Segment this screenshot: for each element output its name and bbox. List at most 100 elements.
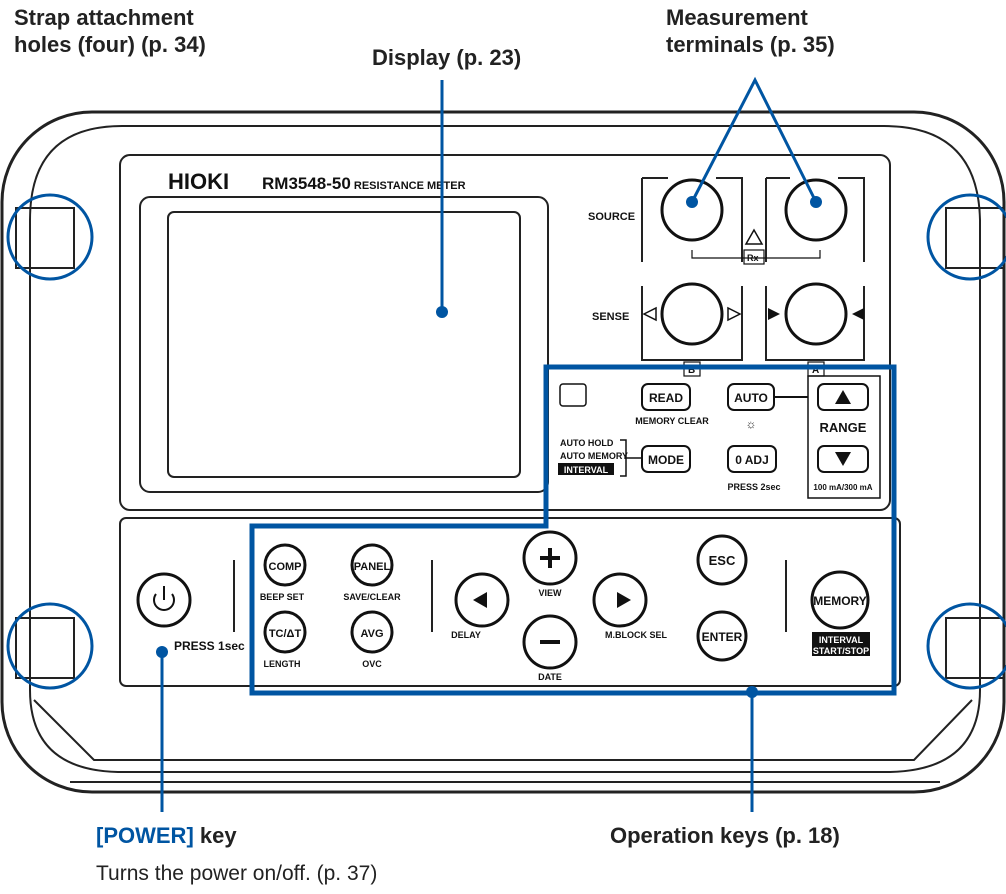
- power-key-callout-suffix: key: [193, 823, 237, 848]
- delay-label: DELAY: [451, 630, 481, 640]
- avg-button[interactable]: [350, 610, 394, 654]
- memory-button[interactable]: [810, 570, 870, 630]
- tc-button[interactable]: [263, 610, 307, 654]
- read-button-label: READ: [649, 391, 683, 405]
- enter-button[interactable]: [696, 610, 748, 662]
- power-key-callout-title: [POWER]: [96, 823, 194, 848]
- strap-hole-highlight-bottom-left: [6, 602, 94, 690]
- warning-triangle-icon: [744, 228, 764, 245]
- range-up-icon: [835, 390, 851, 404]
- strap-hole-highlight-bottom-right: [926, 602, 1006, 690]
- date-label: DATE: [538, 672, 562, 682]
- tc-button-label: TC/ΔT: [269, 628, 302, 640]
- sense-label: SENSE: [592, 311, 629, 323]
- display-screen: [167, 211, 521, 478]
- length-label: LENGTH: [264, 659, 301, 669]
- save-clear-label: SAVE/CLEAR: [343, 592, 401, 602]
- model-name: RM3548-50 RESISTANCE METER: [262, 174, 466, 193]
- power-icon: [153, 593, 175, 611]
- plus-icon: [540, 548, 560, 568]
- auto-button-label: AUTO: [734, 391, 768, 405]
- auto-hold-label: AUTO HOLD: [560, 438, 614, 448]
- operation-keys-highlight: [249, 364, 897, 696]
- current-range-label: 100 mA/300 mA: [813, 483, 872, 492]
- strap-holes-callout: Strap attachment holes (four) (p. 34): [14, 4, 206, 58]
- range-group: [807, 375, 881, 499]
- esc-button-label: ESC: [709, 553, 736, 568]
- panel-button[interactable]: [350, 543, 394, 587]
- press-1sec-label: PRESS 1sec: [174, 639, 245, 653]
- enter-button-label: ENTER: [702, 630, 743, 644]
- panel-button-label: PANEL: [354, 561, 391, 573]
- sense-terminal-a[interactable]: [784, 282, 848, 346]
- terminal-callout-leader: [690, 76, 818, 203]
- strap-hole-top-right: [945, 207, 1005, 269]
- comp-button[interactable]: [263, 543, 307, 587]
- strap-hole-bottom-left: [15, 617, 75, 679]
- range-label: RANGE: [820, 420, 867, 435]
- backlight-icon: ☼: [746, 417, 757, 431]
- strap-holes-callout-line1: Strap attachment: [14, 5, 194, 30]
- memory-clear-label: MEMORY CLEAR: [635, 416, 709, 426]
- mode-button-label: MODE: [648, 453, 684, 467]
- operation-keys-callout: Operation keys (p. 18): [610, 823, 840, 848]
- display-bezel: [139, 196, 549, 493]
- zero-adj-button-label: 0 ADJ: [735, 453, 769, 467]
- sense-a-arrow-right: [852, 308, 864, 320]
- sense-a-arrow-left: [768, 308, 780, 320]
- left-arrow-icon: [473, 592, 487, 608]
- display-callout: Display (p. 23): [372, 45, 522, 70]
- sense-b-arrow-left: [642, 306, 657, 322]
- view-label: VIEW: [538, 588, 562, 598]
- beep-set-label: BEEP SET: [260, 592, 305, 602]
- lower-panel: [119, 517, 901, 687]
- housing-base-line: [33, 699, 973, 761]
- source-terminal-b[interactable]: [660, 178, 724, 242]
- range-down-icon: [835, 452, 851, 466]
- comp-button-label: COMP: [269, 561, 302, 573]
- brand-logo: HIOKI: [168, 169, 229, 194]
- housing-inner-outline: [29, 125, 981, 773]
- strap-hole-highlight-top-left: [6, 193, 94, 281]
- terminal-bracket-a-top: [765, 177, 865, 262]
- esc-button[interactable]: [696, 534, 748, 586]
- memory-interval-label: INTERVAL: [819, 635, 864, 645]
- right-arrow-icon: [617, 592, 631, 608]
- terminal-bracket-a-bottom: [765, 286, 865, 361]
- rx-wiring: [691, 250, 821, 259]
- terminals-callout-line2: terminals (p. 35): [666, 32, 835, 57]
- start-stop-label: START/STOP: [813, 646, 869, 656]
- interval-badge: [558, 463, 614, 475]
- sense-b-arrow-right: [727, 306, 742, 322]
- power-key-description: Turns the power on/off. (p. 37): [96, 862, 378, 885]
- zero-adj-button[interactable]: [727, 445, 777, 473]
- terminals-callout-line1: Measurement: [666, 5, 808, 30]
- terminal-a-label: A: [812, 365, 819, 376]
- housing-outline: [0, 110, 1006, 794]
- rx-box: [743, 249, 765, 265]
- terminal-bracket-b-top: [641, 177, 743, 262]
- mode-button[interactable]: [641, 445, 691, 473]
- strap-hole-top-left: [15, 207, 75, 269]
- strap-holes-callout-line2: holes (four) (p. 34): [14, 32, 206, 57]
- strap-hole-highlight-top-right: [926, 193, 1006, 281]
- read-button[interactable]: [641, 383, 691, 411]
- mode-bracket: [620, 439, 642, 477]
- avg-button-label: AVG: [360, 628, 383, 640]
- terminal-b-label: B: [688, 365, 695, 376]
- source-terminal-a[interactable]: [784, 178, 848, 242]
- strap-hole-bottom-right: [945, 617, 1005, 679]
- terminals-callout: Measurement terminals (p. 35): [666, 4, 835, 58]
- sense-terminal-b[interactable]: [660, 282, 724, 346]
- press-2sec-label: PRESS 2sec: [727, 482, 780, 492]
- interval-start-stop-badge: [812, 632, 870, 656]
- ovc-label: OVC: [362, 659, 382, 669]
- comm-icon: [559, 383, 587, 407]
- m-block-sel-label: M.BLOCK SEL: [605, 630, 668, 640]
- power-key-callout: [POWER] key: [96, 822, 237, 849]
- source-label: SOURCE: [588, 211, 635, 223]
- interval-badge-label: INTERVAL: [564, 465, 609, 475]
- terminal-bracket-b-bottom: [641, 286, 743, 361]
- auto-memory-label: AUTO MEMORY: [560, 451, 628, 461]
